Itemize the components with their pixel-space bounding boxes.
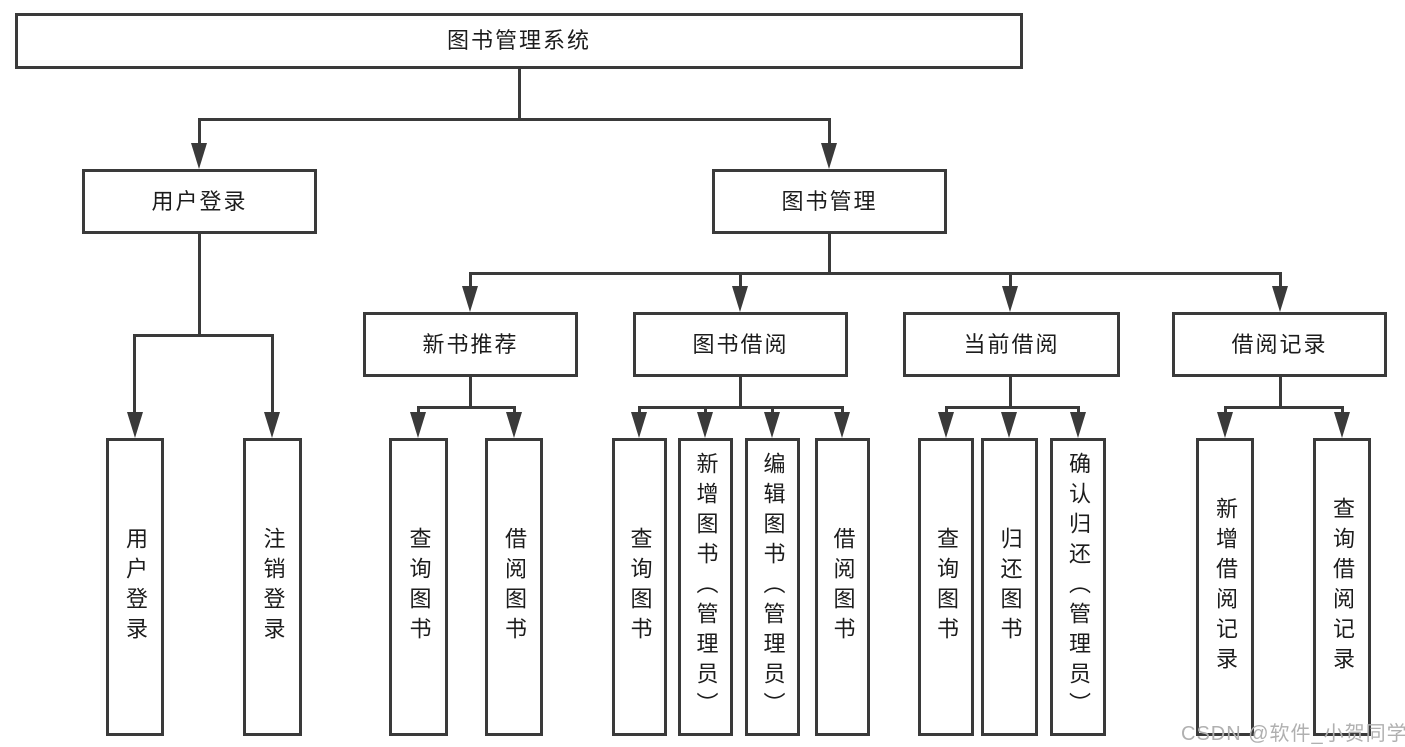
- connector-stem: [1077, 406, 1080, 417]
- arrow-down-icon: [506, 412, 522, 438]
- connector-stem: [469, 272, 472, 292]
- arrow-down-icon: [462, 286, 478, 312]
- connector-stem: [1009, 272, 1012, 292]
- connector-stem: [771, 406, 774, 417]
- connector-stem: [828, 233, 831, 274]
- arrow-down-icon: [1217, 412, 1233, 438]
- connector-stem: [1224, 406, 1227, 417]
- arrow-down-icon: [938, 412, 954, 438]
- node-root-system: 图书管理系统: [15, 13, 1023, 69]
- connector-stem: [1009, 376, 1012, 408]
- arrow-down-icon: [631, 412, 647, 438]
- connector-stem: [417, 406, 420, 417]
- connector-hline: [945, 406, 1080, 409]
- node-book-borrow: 图书借阅: [633, 312, 848, 377]
- connector-stem: [469, 376, 472, 408]
- leaf-borrow-query-books: 查询图书: [612, 438, 667, 736]
- leaf-current-query-books: 查询图书: [918, 438, 974, 736]
- arrow-down-icon: [1001, 412, 1017, 438]
- leaf-logout: 注销登录: [243, 438, 302, 736]
- arrow-down-icon: [764, 412, 780, 438]
- leaf-records-query-record: 查询借阅记录: [1313, 438, 1371, 736]
- leaf-records-add-record: 新增借阅记录: [1196, 438, 1254, 736]
- connector-hline: [133, 334, 274, 337]
- node-borrow-records: 借阅记录: [1172, 312, 1387, 377]
- connector-stem: [133, 334, 136, 417]
- connector-stem: [1279, 272, 1282, 292]
- connector-stem: [841, 406, 844, 417]
- node-user-login: 用户登录: [82, 169, 317, 234]
- connector-stem: [739, 376, 742, 408]
- connector-stem: [198, 118, 201, 150]
- arrow-down-icon: [264, 412, 280, 438]
- arrow-down-icon: [1334, 412, 1350, 438]
- connector-level3-hline: [469, 272, 1282, 275]
- arrow-down-icon: [410, 412, 426, 438]
- connector-stem: [1279, 376, 1282, 408]
- arrow-down-icon: [834, 412, 850, 438]
- leaf-user-login: 用户登录: [106, 438, 164, 736]
- connector-hline: [417, 406, 516, 409]
- arrow-down-icon: [127, 412, 143, 438]
- leaf-newbook-borrow-books: 借阅图书: [485, 438, 543, 736]
- connector-hline: [638, 406, 844, 409]
- connector-stem: [945, 406, 948, 417]
- node-current-borrow: 当前借阅: [903, 312, 1120, 377]
- connector-stem: [739, 272, 742, 292]
- leaf-current-confirm-return-admin: 确认归还（管理员）: [1050, 438, 1106, 736]
- arrow-down-icon: [697, 412, 713, 438]
- connector-stem: [271, 334, 274, 417]
- connector-root-stem: [518, 68, 521, 119]
- connector-stem: [638, 406, 641, 417]
- arrow-down-icon: [191, 143, 207, 169]
- leaf-newbook-query-books: 查询图书: [389, 438, 448, 736]
- leaf-borrow-add-books-admin: 新增图书（管理员）: [678, 438, 733, 736]
- arrow-down-icon: [821, 143, 837, 169]
- arrow-down-icon: [1272, 286, 1288, 312]
- connector-level2-hline: [198, 118, 831, 121]
- connector-stem: [198, 233, 201, 335]
- connector-stem: [828, 118, 831, 150]
- arrow-down-icon: [1002, 286, 1018, 312]
- arrow-down-icon: [1070, 412, 1086, 438]
- leaf-current-return-books: 归还图书: [981, 438, 1038, 736]
- connector-stem: [704, 406, 707, 417]
- leaf-borrow-borrow-books: 借阅图书: [815, 438, 870, 736]
- connector-stem: [1341, 406, 1344, 417]
- node-new-book-recommend: 新书推荐: [363, 312, 578, 377]
- leaf-borrow-edit-books-admin: 编辑图书（管理员）: [745, 438, 800, 736]
- csdn-watermark: CSDN @软件_小贺同学: [1181, 723, 1405, 745]
- arrow-down-icon: [732, 286, 748, 312]
- node-book-management: 图书管理: [712, 169, 947, 234]
- connector-hline: [1224, 406, 1344, 409]
- connector-stem: [513, 406, 516, 417]
